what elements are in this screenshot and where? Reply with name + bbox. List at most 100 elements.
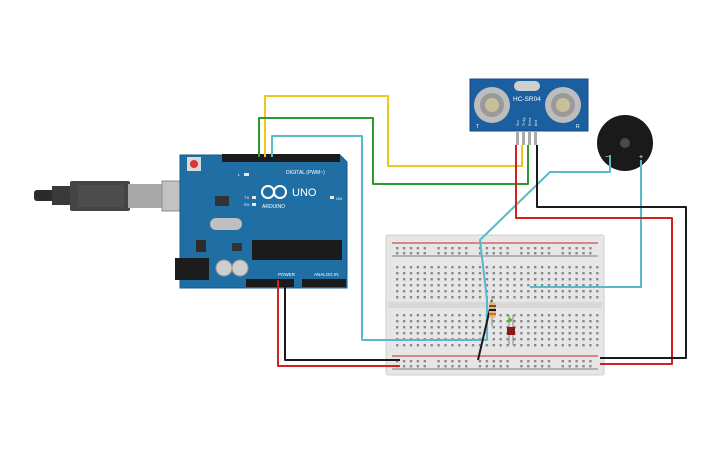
breadboard-hole <box>492 365 495 368</box>
breadboard-hole <box>416 314 420 317</box>
breadboard-hole <box>444 278 447 281</box>
breadboard-hole <box>554 320 558 323</box>
breadboard-hole <box>520 320 523 323</box>
breadboard-hole <box>437 360 440 363</box>
breadboard-hole <box>478 365 482 368</box>
breadboard-hole <box>485 272 489 275</box>
breadboard-hole <box>465 365 468 368</box>
breadboard-hole <box>540 290 544 293</box>
breadboard-hole <box>458 344 461 347</box>
breadboard-hole <box>409 290 413 293</box>
breadboard-hole <box>465 326 468 329</box>
breadboard-hole <box>423 365 426 368</box>
breadboard-hole <box>527 320 530 323</box>
breadboard-hole <box>444 344 447 347</box>
breadboard-hole <box>416 284 420 287</box>
breadboard-hole <box>540 360 544 363</box>
breadboard-hole <box>451 344 454 347</box>
tx-led-label: TX <box>244 195 249 200</box>
breadboard-hole <box>506 365 509 368</box>
breadboard-hole <box>478 332 482 335</box>
breadboard-hole <box>471 320 475 323</box>
breadboard-hole <box>485 266 489 269</box>
breadboard-hole <box>423 266 426 269</box>
breadboard-hole <box>423 284 426 287</box>
breadboard-hole <box>499 247 502 250</box>
breadboard-hole <box>540 247 544 250</box>
breadboard-hole <box>554 296 558 299</box>
breadboard-hole <box>492 272 495 275</box>
breadboard-hole <box>520 344 523 347</box>
breadboard-hole <box>423 278 426 281</box>
breadboard-hole <box>423 332 426 335</box>
breadboard-hole <box>430 320 433 323</box>
breadboard-hole <box>540 284 544 287</box>
breadboard-hole <box>437 266 440 269</box>
breadboard-hole <box>561 247 564 250</box>
breadboard-hole <box>471 326 475 329</box>
breadboard-hole <box>451 332 454 335</box>
breadboard-hole <box>540 272 544 275</box>
breadboard-hole <box>547 296 551 299</box>
breadboard-hole <box>437 365 440 368</box>
breadboard-hole <box>416 360 420 363</box>
arduino-brand-text: ARDUINO <box>262 204 285 210</box>
breadboard-hole <box>582 252 585 255</box>
breadboard-hole <box>575 332 578 335</box>
breadboard-hole <box>582 247 585 250</box>
breadboard-hole <box>568 272 571 275</box>
breadboard-hole <box>478 290 482 293</box>
breadboard-hole <box>485 252 489 255</box>
breadboard-hole <box>527 314 530 317</box>
breadboard-hole <box>471 290 475 293</box>
breadboard-hole <box>465 278 468 281</box>
breadboard-hole <box>444 252 447 255</box>
breadboard-hole <box>582 344 585 347</box>
breadboard-hole <box>402 266 406 269</box>
breadboard-hole <box>478 278 482 281</box>
breadboard-hole <box>444 247 447 250</box>
breadboard-hole <box>554 338 558 341</box>
breadboard-hole <box>499 320 502 323</box>
breadboard-hole <box>540 266 544 269</box>
breadboard-hole <box>540 314 544 317</box>
breadboard-hole <box>582 365 585 368</box>
breadboard-hole <box>430 332 433 335</box>
breadboard-hole <box>554 272 558 275</box>
breadboard-hole <box>506 247 509 250</box>
breadboard-hole <box>396 266 399 269</box>
breadboard-hole <box>540 326 544 329</box>
wire-cyan-2 <box>530 160 642 288</box>
breadboard-hole <box>534 360 537 363</box>
breadboard-hole <box>568 296 571 299</box>
breadboard-hole <box>402 284 406 287</box>
power-pins-label: POWER <box>278 272 296 277</box>
breadboard-hole <box>430 278 433 281</box>
breadboard-hole <box>416 326 420 329</box>
breadboard-hole <box>423 360 426 363</box>
breadboard-hole <box>471 296 475 299</box>
breadboard-hole <box>527 284 530 287</box>
breadboard-hole <box>499 360 502 363</box>
breadboard-hole <box>561 278 564 281</box>
breadboard-hole <box>534 278 537 281</box>
breadboard-hole <box>575 284 578 287</box>
breadboard-hole <box>437 314 440 317</box>
breadboard-hole <box>520 247 523 250</box>
breadboard-hole <box>568 338 571 341</box>
breadboard-hole <box>506 272 509 275</box>
breadboard-hole <box>534 320 537 323</box>
hc-sr04-sensor: HC-SR04 T R Vcc Trig Echo Gnd <box>469 78 589 145</box>
breadboard-hole <box>575 314 578 317</box>
breadboard-hole <box>575 247 578 250</box>
breadboard-hole <box>575 252 578 255</box>
breadboard-hole <box>485 284 489 287</box>
breadboard-hole <box>554 332 558 335</box>
breadboard-hole <box>444 272 447 275</box>
breadboard-hole <box>527 278 530 281</box>
breadboard-hole <box>402 332 406 335</box>
on-led-label: ON <box>336 196 342 201</box>
breadboard-hole <box>437 290 440 293</box>
resistor <box>489 296 496 326</box>
breadboard-hole <box>534 290 537 293</box>
